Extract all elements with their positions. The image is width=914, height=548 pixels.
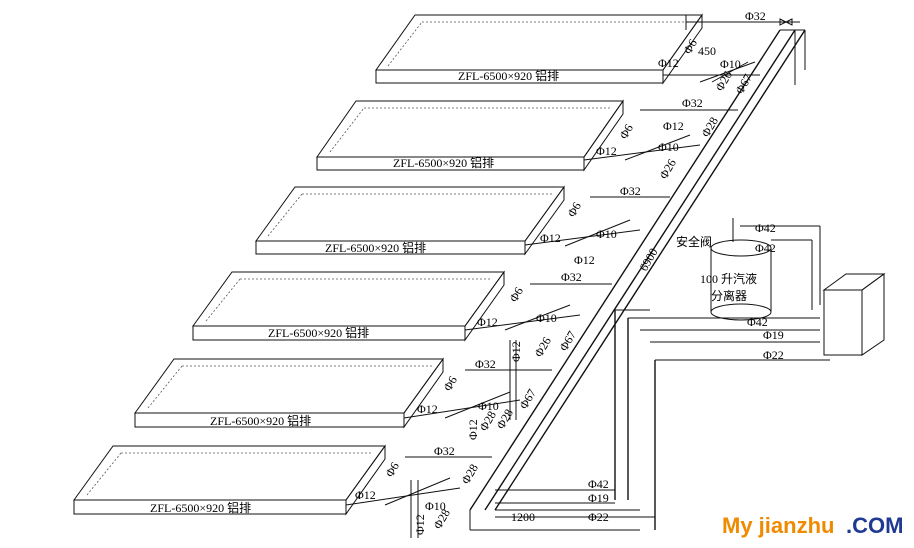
label-phi6-row6: Φ6: [382, 460, 402, 480]
label-phi12-vert-b: Φ12: [466, 419, 480, 440]
label-phi6-row5: Φ6: [440, 374, 460, 394]
panel-2-label: ZFL-6500×920 铝排: [393, 155, 494, 170]
top-header-pipe: [685, 15, 800, 30]
panel-2: ZFL-6500×920 铝排: [316, 99, 624, 172]
label-phi6-row1: Φ6: [680, 37, 700, 57]
label-phi10-row5: Φ10: [478, 399, 499, 413]
label-phi22-bottom: Φ22: [588, 510, 609, 524]
panel-5-label: ZFL-6500×920 铝排: [210, 413, 311, 428]
label-phi28-row2: Φ28: [698, 115, 721, 140]
panel-4: ZFL-6500×920 铝排: [192, 270, 505, 342]
label-phi42-sep-b: Φ42: [755, 241, 776, 255]
panel-5: ZFL-6500×920 铝排: [134, 357, 444, 429]
label-phi12-vert-c: Φ12: [413, 514, 427, 535]
label-phi12-vert-a: Φ12: [509, 341, 523, 362]
label-phi22-right: Φ22: [763, 348, 784, 362]
panel-1-label: ZFL-6500×920 铝排: [458, 68, 559, 83]
label-phi26-row4: Φ26: [531, 335, 554, 360]
label-phi32-row2: Φ32: [682, 96, 703, 110]
watermark-text-2: .COM: [846, 513, 903, 538]
label-phi32-top: Φ32: [745, 9, 766, 23]
panel-3-label: ZFL-6500×920 铝排: [325, 240, 426, 255]
separator-vessel: [710, 218, 821, 321]
label-450: 450: [698, 44, 716, 58]
label-phi19-bottom: Φ19: [588, 491, 609, 505]
panel-6: ZFL-6500×920 铝排: [73, 444, 386, 516]
label-phi12-row6: Φ12: [355, 488, 376, 502]
label-phi67-mid: Φ67: [556, 329, 579, 354]
label-phi32-row3: Φ32: [620, 184, 641, 198]
label-phi6-row4: Φ6: [506, 285, 526, 305]
label-separator-2: 分离器: [711, 288, 747, 303]
panel-6-label: ZFL-6500×920 铝排: [150, 500, 251, 515]
watermark-text-1: My jianzhu: [722, 513, 834, 538]
panel-3: ZFL-6500×920 铝排: [255, 185, 565, 256]
label-phi12-row2a: Φ12: [663, 119, 684, 133]
compressor-box: [822, 273, 886, 356]
label-phi12-row3a: Φ12: [540, 231, 561, 245]
label-phi32-row6: Φ32: [434, 444, 455, 458]
label-phi10-row1: Φ10: [720, 57, 741, 71]
label-phi6-row3: Φ6: [564, 200, 584, 220]
label-phi26-row2: Φ26: [656, 157, 679, 182]
label-phi12-row5: Φ12: [417, 402, 438, 416]
panel-1: ZFL-6500×920 铝排: [375, 13, 703, 85]
label-safety-valve: 安全阀: [676, 234, 712, 249]
label-phi32-row4: Φ32: [561, 270, 582, 284]
label-phi10-row4: Φ10: [536, 311, 557, 325]
label-phi28-row6a: Φ28: [458, 462, 481, 487]
label-phi10-row6: Φ10: [425, 499, 446, 513]
label-phi12-row4: Φ12: [477, 315, 498, 329]
return-lines: [495, 309, 830, 530]
label-phi19-right: Φ19: [763, 328, 784, 342]
watermark: My jianzhu .COM: [722, 513, 903, 538]
label-phi42-sep-a: Φ42: [755, 221, 776, 235]
label-phi12-row1: Φ12: [658, 56, 679, 70]
label-separator-1: 100 升汽液: [700, 271, 757, 286]
label-phi32-row5: Φ32: [475, 357, 496, 371]
label-phi12-row2b: Φ12: [596, 144, 617, 158]
label-phi12-row3b: Φ12: [574, 253, 595, 267]
label-phi10-row3: Φ10: [596, 227, 617, 241]
label-phi42-right: Φ42: [747, 315, 768, 329]
panel-4-label: ZFL-6500×920 铝排: [268, 325, 369, 340]
label-1200: 1200: [511, 510, 535, 524]
label-phi10-row2: Φ10: [658, 140, 679, 154]
label-phi42-bottom: Φ42: [588, 477, 609, 491]
branch-pipes: [345, 61, 760, 538]
label-phi6-row2: Φ6: [616, 122, 636, 142]
